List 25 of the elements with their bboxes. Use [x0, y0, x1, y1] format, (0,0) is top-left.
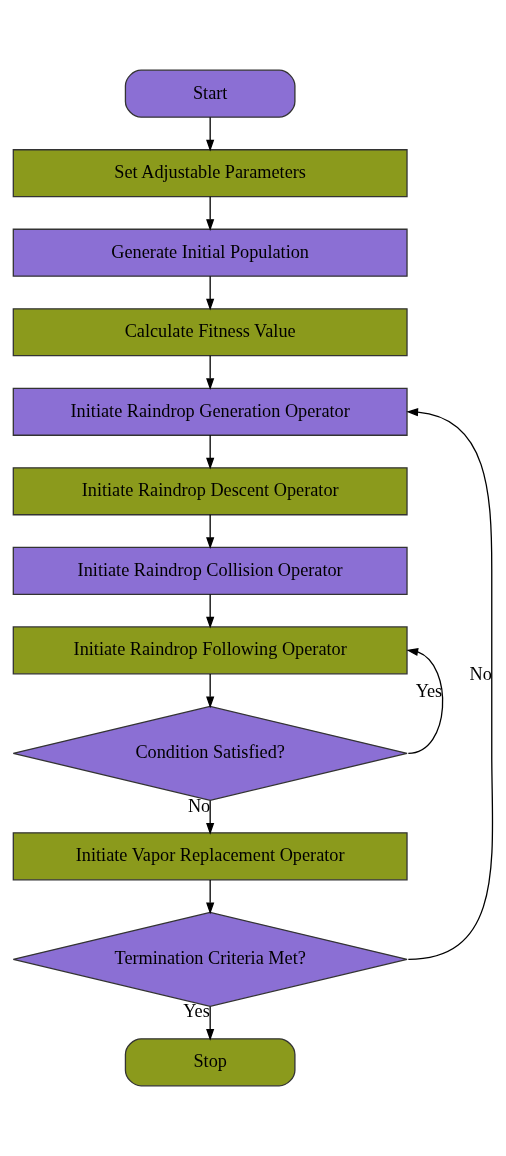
arrow	[206, 196, 215, 231]
node-box: Set Adjustable Parameters	[12, 149, 408, 198]
arrow	[406, 408, 494, 960]
node-box: Generate Initial Population	[12, 228, 408, 277]
node-box: Stop	[124, 1038, 296, 1087]
node-box: Calculate Fitness Value	[12, 308, 408, 357]
arrow	[206, 116, 215, 152]
arrow	[206, 355, 215, 390]
node-box: Initiate Raindrop Following Operator	[12, 626, 408, 675]
node-box: Initiate Vapor Replacement Operator	[12, 832, 408, 881]
arrow	[406, 647, 444, 754]
arrow	[206, 800, 215, 835]
arrow	[206, 673, 215, 709]
node-box: Start	[124, 69, 296, 118]
arrow	[206, 434, 215, 470]
node-box: Initiate Raindrop Collision Operator	[12, 546, 408, 595]
arrow	[206, 275, 215, 311]
node-box: Initiate Raindrop Generation Operator	[12, 387, 408, 436]
arrow	[206, 1006, 215, 1041]
arrow	[206, 593, 215, 629]
arrow	[206, 514, 215, 550]
edge-label: Yes	[415, 681, 443, 702]
arrow	[206, 879, 215, 915]
edge-label: No	[469, 664, 492, 685]
node-box: Initiate Raindrop Descent Operator	[12, 467, 408, 516]
